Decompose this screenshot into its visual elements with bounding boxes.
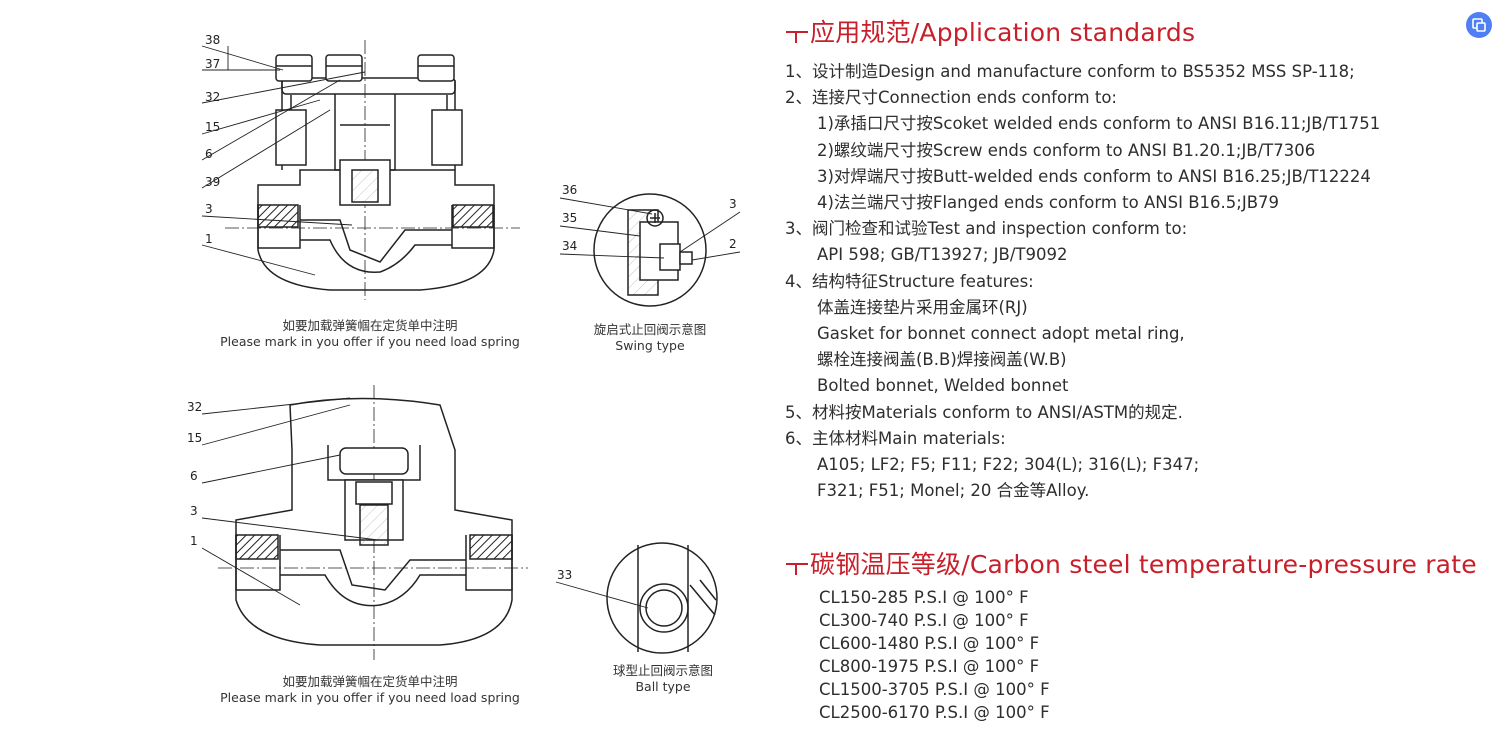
part-label: 3 bbox=[190, 504, 198, 518]
ball-part-labels: 33 bbox=[557, 568, 572, 582]
std-line: 3、阀门检查和试验Test and inspection conform to: bbox=[785, 219, 1188, 239]
rating-line: CL800-1975 P.S.I @ 100° F bbox=[819, 657, 1040, 676]
caption-cn: 如要加载弹簧帼在定货单中注明 bbox=[282, 674, 458, 689]
std-line: A105; LF2; F5; F11; F22; 304(L); 316(L);… bbox=[817, 455, 1200, 475]
rating-line: CL600-1480 P.S.I @ 100° F bbox=[819, 634, 1040, 653]
std-line: 螺栓连接阀盖(B.B)焊接阀盖(W.B) bbox=[817, 350, 1067, 370]
part-label: 38 bbox=[205, 33, 220, 47]
std-line: Gasket for bonnet connect adopt metal ri… bbox=[817, 324, 1185, 344]
part-label: 1 bbox=[205, 232, 213, 246]
rating-line: CL2500-6170 P.S.I @ 100° F bbox=[819, 703, 1050, 722]
std-line: 3)对焊端尺寸按Butt-welded ends conform to ANSI… bbox=[817, 166, 1371, 186]
part-label: 6 bbox=[205, 147, 213, 161]
pressure-rating-list: CL150-285 P.S.I @ 100° F CL300-740 P.S.I… bbox=[819, 586, 1050, 724]
std-line: 2)螺纹端尺寸按Screw ends conform to ANSI B1.20… bbox=[817, 140, 1316, 160]
part-label: 6 bbox=[190, 469, 198, 483]
std-line: API 598; GB/T13927; JB/T9092 bbox=[817, 245, 1068, 265]
caption-en: Please mark in you offer if you need loa… bbox=[220, 690, 520, 705]
part-label: 39 bbox=[205, 175, 220, 189]
caption-cn: 旋启式止回阀示意图 bbox=[593, 322, 707, 337]
swing-caption: 旋启式止回阀示意图 Swing type bbox=[580, 322, 720, 354]
std-line: 4、结构特征Structure features: bbox=[785, 271, 1034, 291]
part-label: 34 bbox=[562, 239, 577, 253]
section-marker-icon bbox=[786, 22, 808, 44]
part-label: 36 bbox=[562, 183, 577, 197]
top-part-labels: 38 37 32 15 6 39 3 1 bbox=[205, 33, 220, 246]
bottom-part-labels: 32 15 6 3 1 bbox=[187, 400, 202, 548]
std-line: 4)法兰端尺寸按Flanged ends conform to ANSI B16… bbox=[817, 193, 1280, 213]
std-line: 1、设计制造Design and manufacture conform to … bbox=[785, 62, 1355, 81]
std-line: 体盖连接垫片采用金属环(RJ) bbox=[817, 297, 1028, 317]
image-icon bbox=[1472, 18, 1486, 32]
swing-type-detail-drawing bbox=[559, 193, 741, 307]
caption-en: Ball type bbox=[635, 679, 691, 694]
rating-line: CL1500-3705 P.S.I @ 100° F bbox=[819, 680, 1050, 699]
std-line: 2、连接尺寸Connection ends conform to: bbox=[785, 88, 1117, 108]
part-label: 32 bbox=[205, 90, 220, 104]
image-tool-button[interactable] bbox=[1466, 12, 1492, 38]
caption-cn: 如要加载弹簧帼在定货单中注明 bbox=[282, 318, 458, 333]
rating-line: CL150-285 P.S.I @ 100° F bbox=[819, 588, 1029, 607]
application-standards-list: 1、设计制造Design and manufacture conform to … bbox=[785, 59, 1380, 504]
application-standards-title: 应用规范/Application standards bbox=[786, 13, 1195, 49]
part-label: 3 bbox=[729, 197, 737, 211]
ball-caption: 球型止回阀示意图 Ball type bbox=[593, 663, 733, 695]
part-label: 2 bbox=[729, 237, 737, 251]
std-line: 5、材料按Materials conform to ANSI/ASTM的规定. bbox=[785, 402, 1183, 422]
top-drawing-caption: 如要加载弹簧帼在定货单中注明 Please mark in you offer … bbox=[215, 318, 525, 350]
part-label: 15 bbox=[205, 120, 220, 134]
ball-type-detail-drawing bbox=[555, 542, 718, 654]
part-label: 15 bbox=[187, 431, 202, 445]
part-label: 33 bbox=[557, 568, 572, 582]
caption-en: Swing type bbox=[615, 338, 685, 353]
caption-cn: 球型止回阀示意图 bbox=[612, 663, 713, 678]
caption-en: Please mark in you offer if you need loa… bbox=[220, 334, 520, 349]
rating-line: CL300-740 P.S.I @ 100° F bbox=[819, 611, 1029, 630]
part-label: 35 bbox=[562, 211, 577, 225]
std-line: Bolted bonnet, Welded bonnet bbox=[817, 376, 1069, 396]
part-label: 1 bbox=[190, 534, 198, 548]
part-label: 3 bbox=[205, 202, 213, 216]
rating-title-text: 碳钢温压等级/Carbon steel temperature-pressure… bbox=[810, 550, 1477, 579]
part-label: 32 bbox=[187, 400, 202, 414]
std-line: 6、主体材料Main materials: bbox=[785, 428, 1006, 448]
welded-bonnet-valve-drawing bbox=[201, 385, 528, 660]
section-marker-icon bbox=[786, 554, 808, 576]
std-line: F321; F51; Monel; 20 合金等Alloy. bbox=[817, 481, 1090, 501]
part-label: 37 bbox=[205, 57, 220, 71]
swing-part-labels: 36 35 34 3 2 bbox=[562, 183, 737, 253]
application-title-text: 应用规范/Application standards bbox=[810, 18, 1196, 47]
bolted-bonnet-valve-drawing bbox=[201, 40, 520, 300]
std-line: 1)承插口尺寸按Scoket welded ends conform to AN… bbox=[817, 114, 1381, 134]
bottom-drawing-caption: 如要加载弹簧帼在定货单中注明 Please mark in you offer … bbox=[215, 674, 525, 706]
carbon-steel-rating-title: 碳钢温压等级/Carbon steel temperature-pressure… bbox=[786, 545, 1477, 581]
